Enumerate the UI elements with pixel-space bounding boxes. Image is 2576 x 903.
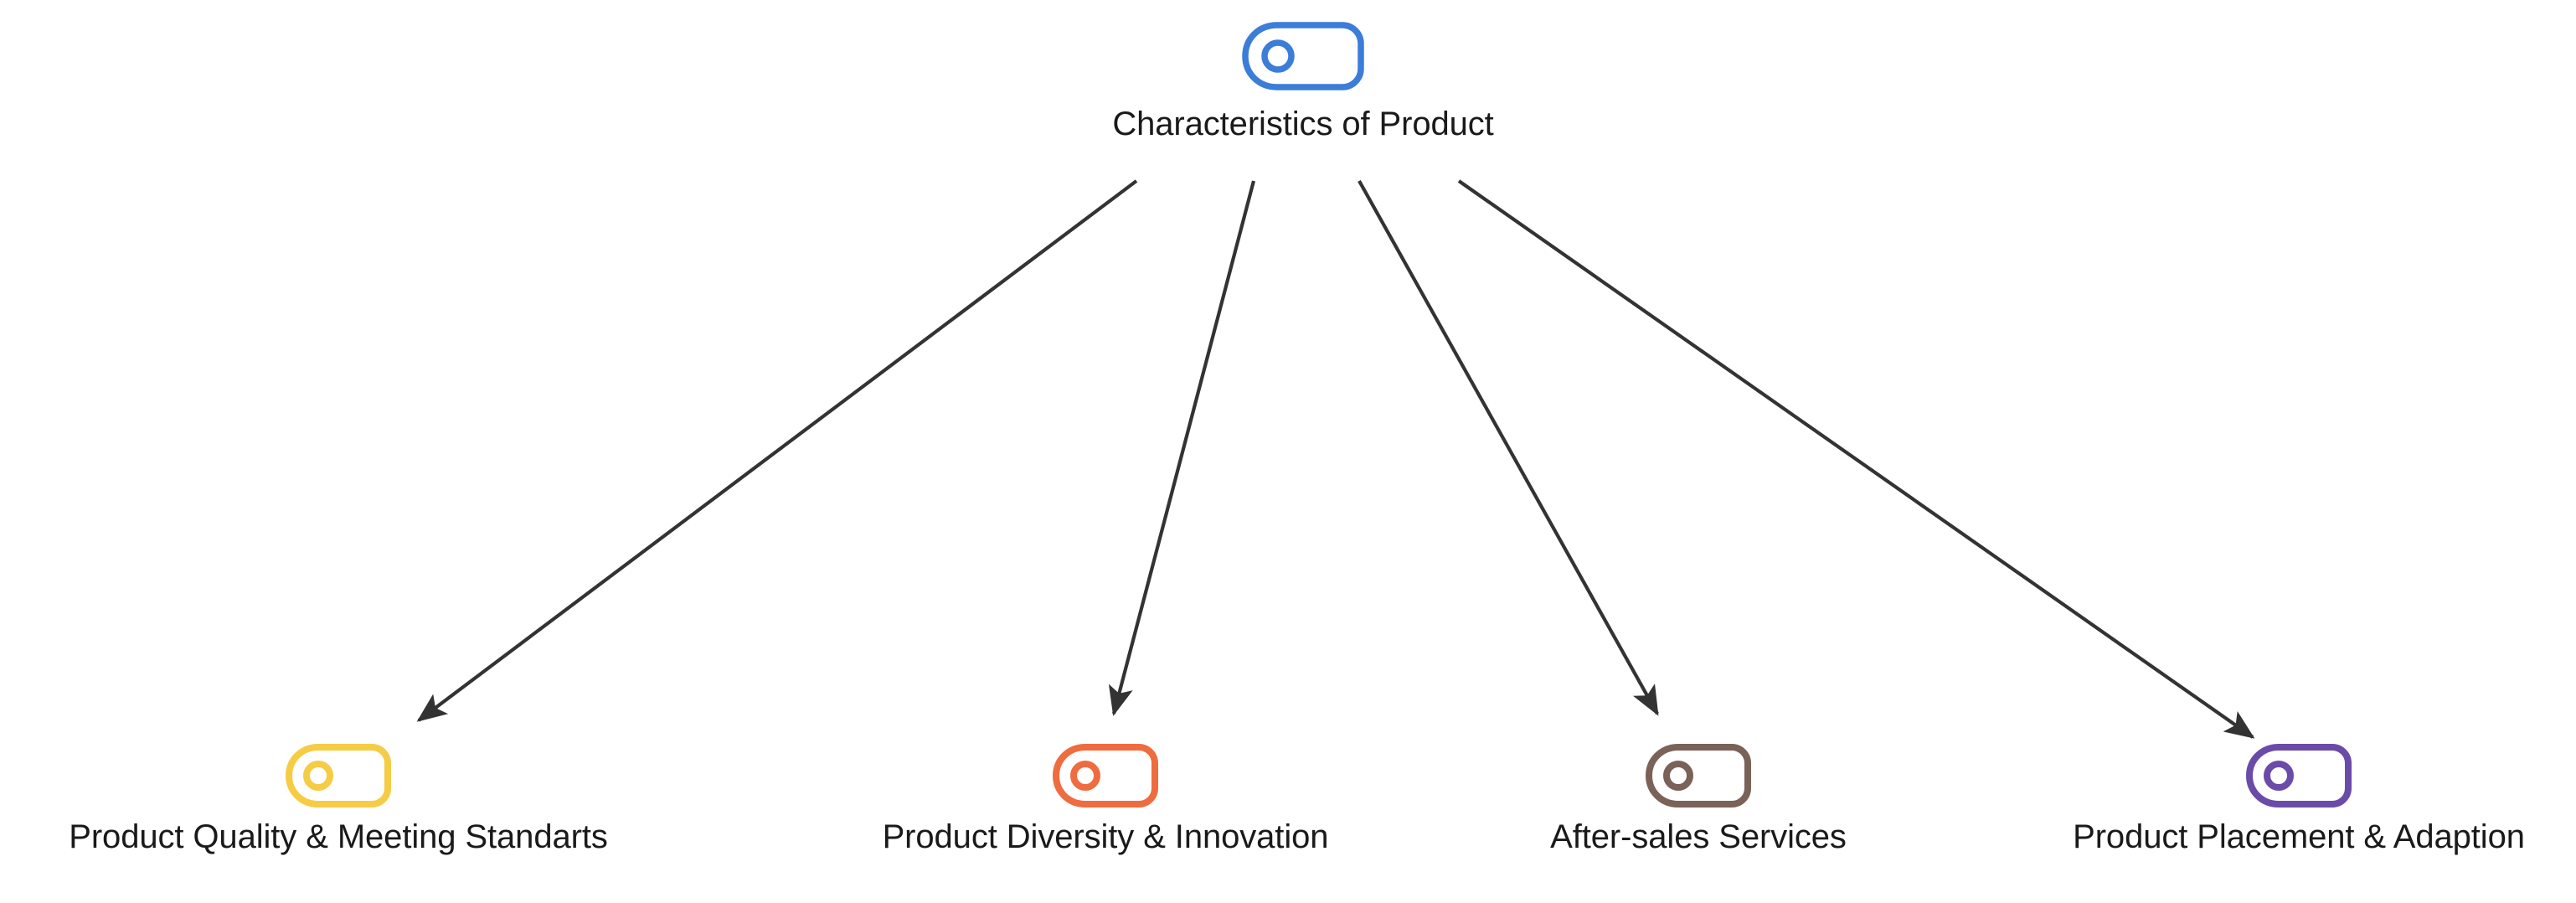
node-child-product-placement-label: Product Placement & Adaption [2073, 818, 2525, 855]
node-root-label: Characteristics of Product [1112, 106, 1494, 142]
node-child-product-diversity-label: Product Diversity & Innovation [882, 818, 1329, 855]
tag-node-icon [286, 744, 391, 808]
node-child-product-quality-label: Product Quality & Meeting Standarts [69, 818, 608, 855]
tag-node-icon [1242, 22, 1364, 90]
node-child-after-sales-services-label: After-sales Services [1550, 818, 1847, 855]
edge-root-to-child-3 [1457, 179, 2255, 739]
tag-node-icon [1053, 744, 1158, 808]
edge-root-to-child-1 [1108, 180, 1256, 716]
edge-root-to-child-2 [1358, 179, 1659, 716]
edge-root-to-child-0 [416, 179, 1138, 722]
tag-node-icon [1646, 744, 1751, 808]
tag-node-icon [2246, 744, 2352, 808]
